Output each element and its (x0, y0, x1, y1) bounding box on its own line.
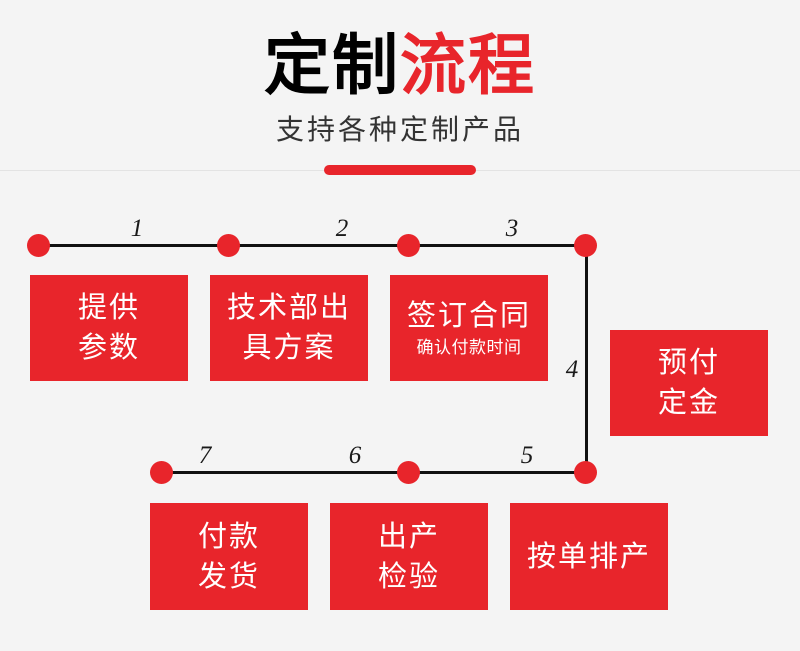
step-box-1-line2: 参数 (77, 332, 140, 364)
step-box-4-line2: 定金 (657, 387, 720, 419)
flow-node-6[interactable] (397, 461, 420, 484)
flow-node-start[interactable] (27, 234, 50, 257)
connector-line-right (585, 244, 588, 473)
step-box-6[interactable]: 出产 检验 (330, 503, 488, 610)
step-box-6-line1: 出产 (377, 520, 440, 553)
step-box-5-line1: 按单排产 (526, 540, 651, 573)
page-title-dark: 定制 (264, 28, 400, 102)
step-box-2[interactable]: 技术部出 具方案 (210, 275, 368, 381)
connector-line-top (38, 244, 588, 247)
step-number-5: 5 (520, 442, 534, 469)
step-box-6-line2: 检验 (377, 560, 440, 593)
flow-node-corner-top-right[interactable] (574, 234, 597, 257)
step-number-1: 1 (130, 215, 144, 242)
step-box-7-line1: 付款 (197, 520, 260, 553)
flow-node-3[interactable] (397, 234, 420, 257)
page-subtitle: 支持各种定制产品 (275, 114, 524, 145)
step-box-3-line1: 签订合同 (406, 300, 531, 332)
step-box-5[interactable]: 按单排产 (510, 503, 668, 610)
step-box-1[interactable]: 提供 参数 (30, 275, 188, 381)
step-box-3-subtitle: 确认付款时间 (416, 338, 522, 357)
step-box-7-line2: 发货 (197, 560, 260, 593)
step-box-2-line1: 技术部出 (226, 292, 351, 324)
step-number-6: 6 (348, 442, 362, 469)
step-box-1-line1: 提供 (77, 292, 140, 324)
connector-line-bottom (161, 471, 587, 474)
page-title-red: 流程 (400, 28, 536, 102)
page-title: 定制流程 (0, 26, 800, 104)
title-underline-bar (324, 165, 476, 175)
step-box-2-line2: 具方案 (242, 332, 336, 364)
flow-node-2[interactable] (217, 234, 240, 257)
step-number-7: 7 (198, 442, 212, 469)
step-box-3[interactable]: 签订合同 确认付款时间 (390, 275, 548, 381)
flow-node-corner-bottom-right[interactable] (574, 461, 597, 484)
step-box-7[interactable]: 付款 发货 (150, 503, 308, 610)
step-number-4: 4 (565, 356, 579, 383)
flow-node-end[interactable] (150, 461, 173, 484)
step-number-2: 2 (335, 215, 349, 242)
step-number-3: 3 (505, 215, 519, 242)
step-box-4-line1: 预付 (657, 347, 720, 379)
step-box-4[interactable]: 预付 定金 (610, 330, 768, 436)
page-header: 定制流程 支持各种定制产品 (0, 0, 800, 175)
